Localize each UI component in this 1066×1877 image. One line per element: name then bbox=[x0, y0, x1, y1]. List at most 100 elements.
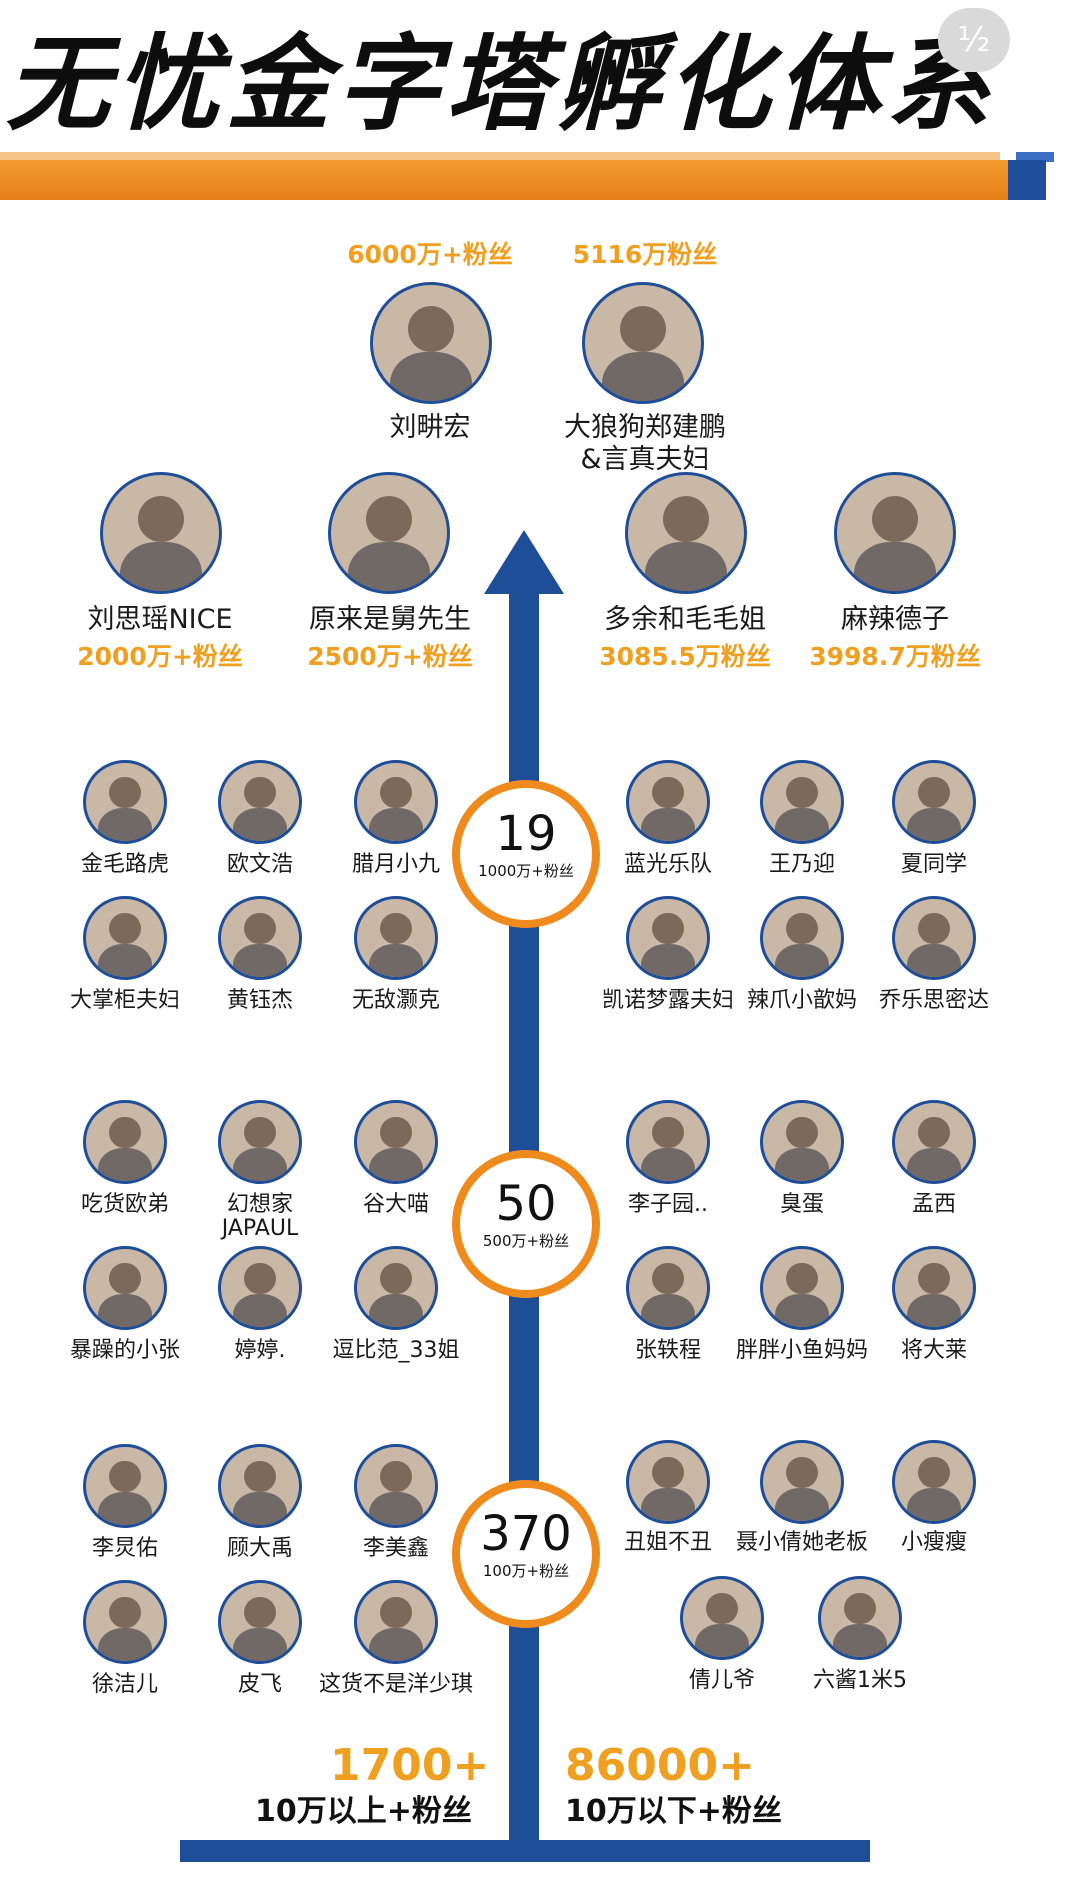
title-bar-top bbox=[0, 152, 1000, 162]
influencer-name: 金毛路虎 bbox=[80, 852, 169, 877]
avatar[interactable] bbox=[354, 1246, 438, 1330]
tier-label: 100万+粉丝 bbox=[482, 1562, 570, 1580]
influencer-name: 李子园.. bbox=[628, 1192, 708, 1217]
fans-count: 2000万+粉丝 bbox=[77, 642, 243, 671]
avatar[interactable] bbox=[354, 1100, 438, 1184]
influencer-name: 辣爪小歆妈 bbox=[746, 988, 857, 1013]
fans-count: 3998.7万粉丝 bbox=[809, 642, 981, 671]
tier-badge-500w: 50 500万+粉丝 bbox=[452, 1150, 600, 1298]
influencer-name: 六酱1米5 bbox=[813, 1668, 907, 1693]
influencer-name: 夏同学 bbox=[900, 852, 967, 877]
influencer-name: 欧文浩 bbox=[226, 852, 293, 877]
avatar[interactable] bbox=[83, 1100, 167, 1184]
influencer-name: 倩儿爷 bbox=[688, 1668, 755, 1693]
avatar[interactable] bbox=[218, 1444, 302, 1528]
avatar[interactable] bbox=[760, 1440, 844, 1524]
tier-count: 19 bbox=[495, 806, 557, 862]
title-bar-cube-top bbox=[1016, 152, 1054, 162]
avatar[interactable] bbox=[625, 472, 747, 594]
avatar[interactable] bbox=[218, 1246, 302, 1330]
influencer-name: 麻辣德子 bbox=[841, 604, 949, 635]
avatar[interactable] bbox=[582, 282, 704, 404]
influencer-name: 李美鑫 bbox=[362, 1536, 429, 1561]
avatar[interactable] bbox=[892, 896, 976, 980]
avatar[interactable] bbox=[83, 896, 167, 980]
avatar[interactable] bbox=[218, 1100, 302, 1184]
tier-count: 370 bbox=[480, 1506, 572, 1562]
influencer-name: 刘畊宏 bbox=[389, 412, 471, 443]
avatar[interactable] bbox=[892, 1100, 976, 1184]
influencer-name: &言真夫妇 bbox=[580, 444, 710, 475]
avatar[interactable] bbox=[834, 472, 956, 594]
influencer-name: 乔乐思密达 bbox=[878, 988, 989, 1013]
influencer-name: 大掌柜夫妇 bbox=[69, 988, 180, 1013]
influencer-name: 腊月小九 bbox=[351, 852, 440, 877]
avatar[interactable] bbox=[680, 1576, 764, 1660]
bottom-stat-right-number: 86000+ bbox=[565, 1740, 755, 1791]
avatar[interactable] bbox=[818, 1576, 902, 1660]
fans-count: 2500万+粉丝 bbox=[307, 642, 473, 671]
influencer-name: 幻想家 bbox=[226, 1192, 293, 1217]
influencer-name: 孟西 bbox=[911, 1192, 956, 1217]
influencer-name: 婷婷. bbox=[234, 1338, 286, 1363]
avatar[interactable] bbox=[626, 1246, 710, 1330]
bottom-stat-right-label: 10万以下+粉丝 bbox=[565, 1794, 782, 1829]
avatar[interactable] bbox=[760, 760, 844, 844]
fans-count: 6000万+粉丝 bbox=[347, 240, 513, 269]
influencer-name: 将大莱 bbox=[900, 1338, 967, 1363]
avatar[interactable] bbox=[83, 760, 167, 844]
avatar[interactable] bbox=[354, 760, 438, 844]
influencer-name: 黄钰杰 bbox=[226, 988, 293, 1013]
influencer-name: 臭蛋 bbox=[779, 1192, 824, 1217]
influencer-name: JAPAUL bbox=[221, 1216, 299, 1241]
avatar[interactable] bbox=[83, 1246, 167, 1330]
influencer-name: 蓝光乐队 bbox=[623, 852, 712, 877]
tier-label: 1000万+粉丝 bbox=[478, 862, 574, 880]
avatar[interactable] bbox=[218, 760, 302, 844]
growth-arrow-head bbox=[484, 530, 564, 594]
page-indicator-badge[interactable]: ½ bbox=[938, 8, 1010, 72]
avatar[interactable] bbox=[760, 896, 844, 980]
page-title: 无忧金字塔孵化体系 bbox=[6, 23, 997, 145]
influencer-name: 小瘦瘦 bbox=[900, 1530, 967, 1555]
avatar[interactable] bbox=[626, 1100, 710, 1184]
influencer-name: 无敌灏克 bbox=[351, 988, 440, 1013]
influencer-name: 顾大禹 bbox=[226, 1536, 293, 1561]
avatar[interactable] bbox=[626, 760, 710, 844]
influencer-name: 逗比范_33姐 bbox=[332, 1338, 460, 1363]
influencer-name: 丑姐不丑 bbox=[623, 1530, 712, 1555]
avatar[interactable] bbox=[892, 760, 976, 844]
influencer-name: 皮飞 bbox=[237, 1672, 282, 1697]
influencer-name: 吃货欧弟 bbox=[80, 1192, 169, 1217]
title-bar-cube bbox=[1008, 160, 1046, 200]
influencer-name: 大狼狗郑建鹏 bbox=[564, 412, 726, 443]
avatar[interactable] bbox=[370, 282, 492, 404]
avatar[interactable] bbox=[626, 1440, 710, 1524]
tier-badge-100w: 370 100万+粉丝 bbox=[452, 1480, 600, 1628]
influencer-name: 多余和毛毛姐 bbox=[604, 604, 766, 635]
avatar[interactable] bbox=[892, 1246, 976, 1330]
avatar[interactable] bbox=[354, 896, 438, 980]
avatar[interactable] bbox=[328, 472, 450, 594]
avatar[interactable] bbox=[354, 1580, 438, 1664]
avatar[interactable] bbox=[354, 1444, 438, 1528]
influencer-name: 这货不是洋少琪 bbox=[318, 1672, 473, 1697]
tier-count: 50 bbox=[495, 1176, 557, 1232]
avatar[interactable] bbox=[100, 472, 222, 594]
avatar[interactable] bbox=[83, 1580, 167, 1664]
avatar[interactable] bbox=[760, 1100, 844, 1184]
influencer-name: 谷大喵 bbox=[362, 1192, 429, 1217]
influencer-name: 暴躁的小张 bbox=[69, 1338, 180, 1363]
avatar[interactable] bbox=[892, 1440, 976, 1524]
tier-label: 500万+粉丝 bbox=[482, 1232, 570, 1250]
influencer-name: 徐洁儿 bbox=[91, 1672, 158, 1697]
avatar[interactable] bbox=[760, 1246, 844, 1330]
avatar[interactable] bbox=[218, 1580, 302, 1664]
influencer-name: 张轶程 bbox=[634, 1338, 701, 1363]
avatar[interactable] bbox=[83, 1444, 167, 1528]
avatar[interactable] bbox=[626, 896, 710, 980]
avatar[interactable] bbox=[218, 896, 302, 980]
influencer-name: 凯诺梦露夫妇 bbox=[601, 988, 734, 1013]
fans-count: 5116万粉丝 bbox=[572, 240, 718, 269]
title-underline-bar bbox=[0, 160, 1008, 200]
